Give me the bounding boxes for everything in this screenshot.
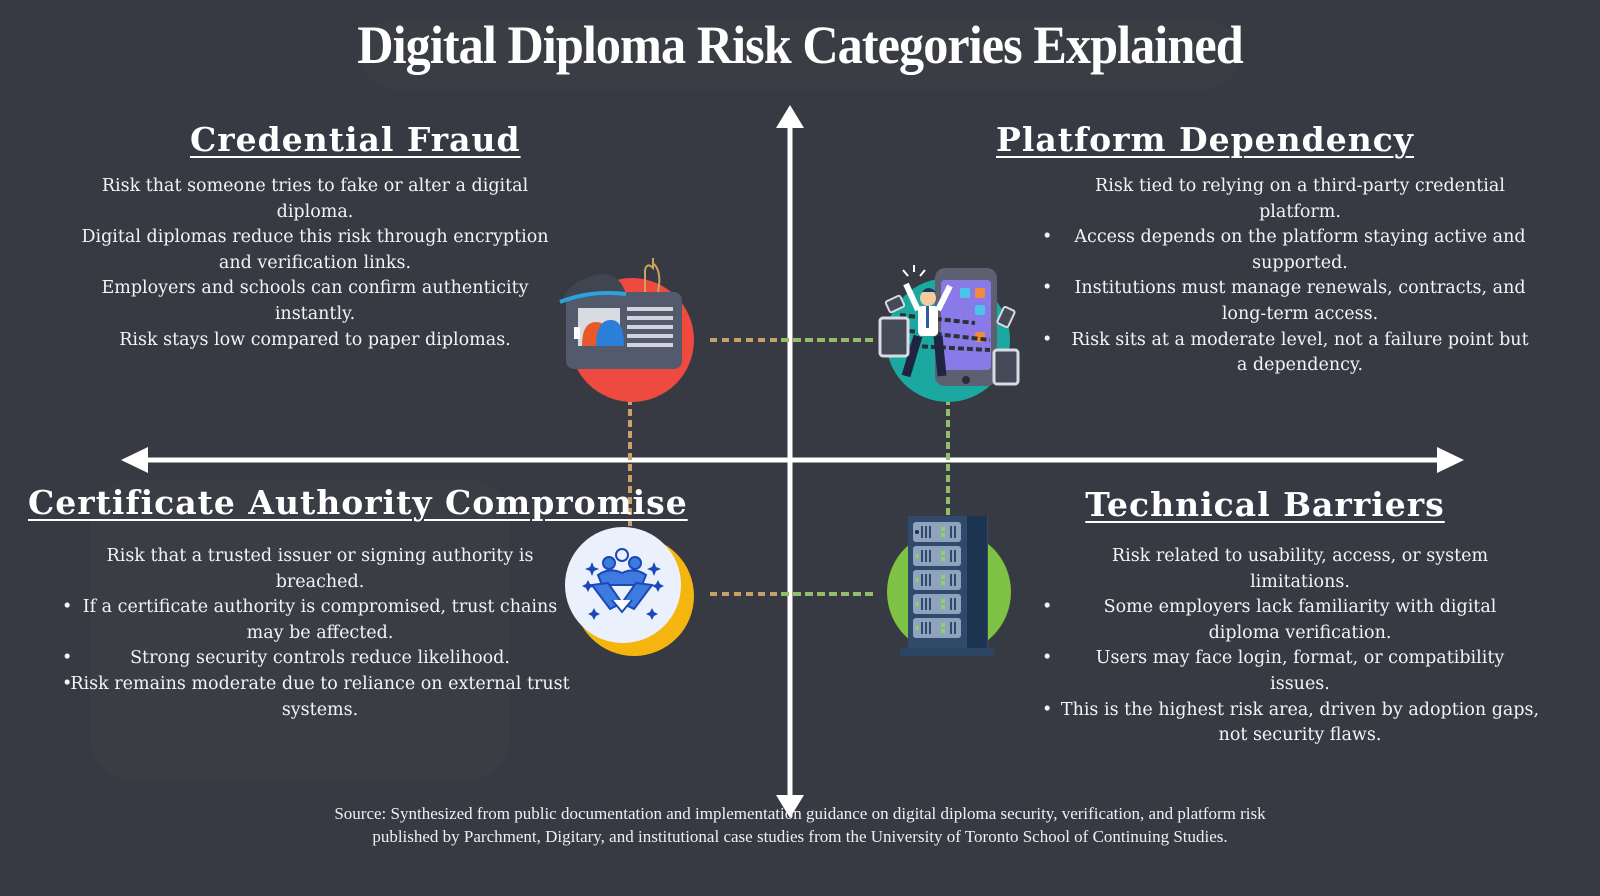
heading-credential-fraud: Credential Fraud (190, 120, 521, 159)
text-line: Risk tied to relying on a third-party cr… (1095, 176, 1505, 222)
text-line: Risk that someone tries to fake or alter… (101, 176, 529, 222)
source-note: Source: Synthesized from public document… (0, 802, 1600, 848)
heading-technical-barriers: Technical Barriers (1085, 485, 1445, 524)
list-item: •Risk remains moderate due to reliance o… (62, 673, 570, 720)
source-line: Source: Synthesized from public document… (334, 804, 1266, 823)
bullet-glyph: • (1042, 278, 1053, 299)
list-item: •If a certificate authority is compromis… (62, 597, 558, 643)
text-line: Digital diplomas reduce this risk throug… (81, 227, 549, 273)
bullet-glyph: • (62, 597, 73, 618)
bullet-glyph: • (62, 673, 73, 694)
certificate-authority-text: Risk that a trusted issuer or signing au… (60, 544, 580, 723)
bullet-glyph: • (1042, 648, 1053, 669)
arrow-left-icon (121, 447, 148, 473)
bullet-list: •If a certificate authority is compromis… (60, 595, 580, 723)
text-line: Risk stays low compared to paper diploma… (119, 329, 511, 350)
list-item: •Access depends on the platform staying … (1042, 227, 1526, 273)
list-item: •Users may face login, format, or compat… (1042, 648, 1505, 694)
heading-certificate-authority-compromise: Certificate Authority Compromise (28, 483, 688, 522)
platform-dependency-text: Risk tied to relying on a third-party cr… (1042, 174, 1550, 379)
bullet-glyph: • (62, 648, 73, 669)
heading-platform-dependency: Platform Dependency (996, 120, 1414, 159)
text-line: Risk that a trusted issuer or signing au… (106, 546, 534, 592)
list-item: •Institutions must manage renewals, cont… (1042, 278, 1526, 324)
horizontal-axis (121, 447, 1464, 473)
bullet-glyph: • (1042, 329, 1053, 350)
arrow-down-icon (776, 795, 804, 818)
list-item: •This is the highest risk area, driven b… (1042, 699, 1540, 746)
bullet-glyph: • (1042, 699, 1053, 720)
bullet-glyph: • (1042, 227, 1053, 248)
credential-fraud-text: Risk that someone tries to fake or alter… (55, 174, 575, 353)
arrow-up-icon (776, 105, 804, 128)
arrow-right-icon (1437, 447, 1464, 473)
bullet-list: •Access depends on the platform staying … (1042, 225, 1550, 379)
page-title: Digital Diploma Risk Categories Explaine… (357, 15, 1243, 75)
bullet-glyph: • (1042, 597, 1053, 618)
text-line: Employers and schools can confirm authen… (101, 278, 529, 324)
source-line: published by Parchment, Digitary, and in… (372, 827, 1228, 846)
technical-barriers-text: Risk related to usability, access, or sy… (1040, 544, 1560, 749)
list-item: •Some employers lack familiarity with di… (1042, 597, 1497, 643)
list-item: •Risk sits at a moderate level, not a fa… (1042, 329, 1529, 376)
list-item: •Strong security controls reduce likelih… (60, 646, 580, 672)
bullet-list: •Some employers lack familiarity with di… (1040, 595, 1560, 749)
text-line: Risk related to usability, access, or sy… (1111, 546, 1489, 592)
